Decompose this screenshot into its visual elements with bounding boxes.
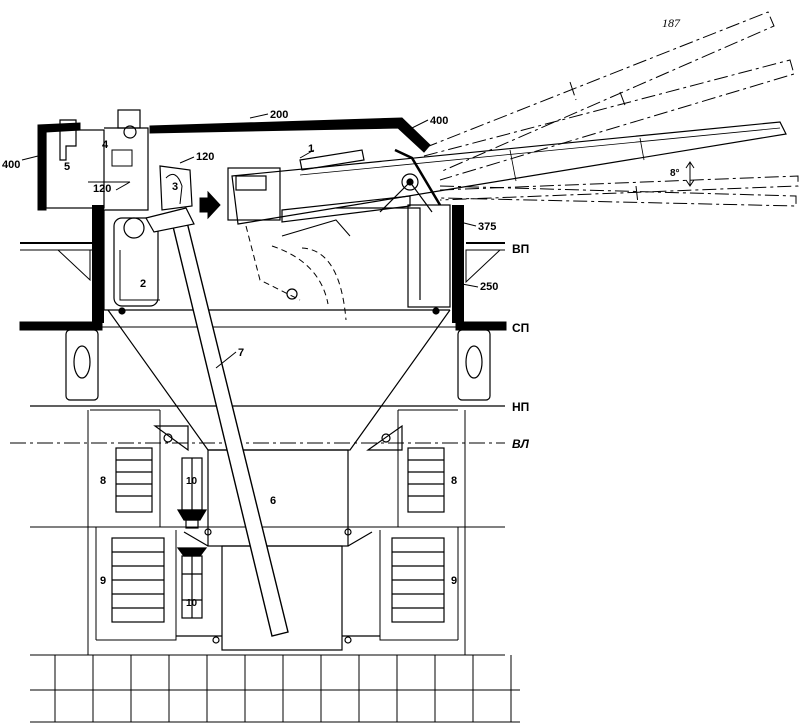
- ammunition-hoist: [169, 209, 289, 637]
- deck-label-lower: НП: [512, 400, 529, 414]
- charge-rack-right: [391, 537, 445, 623]
- loading-arrow: [199, 190, 221, 220]
- deck-labels: ВП СП НП ВЛ: [512, 242, 530, 451]
- charge-hoist-bottom: [176, 547, 208, 619]
- turret-house: [37, 109, 451, 311]
- shell-rack-left: [115, 447, 153, 513]
- part-label-8-right: 8: [451, 475, 457, 487]
- front-armor-label: 400: [430, 115, 448, 127]
- side-armor-label: 400: [2, 159, 20, 171]
- hull-structure: [10, 242, 507, 656]
- gun-assembly: [227, 121, 787, 321]
- barbette-armor-label-upper: 375: [478, 221, 496, 233]
- part-label-1: 1: [308, 143, 314, 155]
- hoist-head: [145, 207, 195, 233]
- angle-marker: [685, 161, 695, 187]
- part-label-3: 3: [172, 181, 178, 193]
- barbette-armor: [92, 205, 464, 323]
- part-label-9-left: 9: [100, 575, 106, 587]
- roof-armor-label: 200: [270, 109, 288, 121]
- deck-label-waterline: ВЛ: [512, 437, 530, 451]
- middle-deck: [19, 321, 507, 331]
- gun-barrel: [231, 121, 787, 225]
- double-bottom-grid: [30, 655, 520, 723]
- rear-armor-label-a: 120: [196, 151, 214, 163]
- part-label-6: 6: [270, 495, 276, 507]
- part-label-10-bottom: 10: [186, 598, 198, 609]
- barbette-armor-label-lower: 250: [480, 281, 498, 293]
- side-armor: [37, 122, 81, 211]
- part-label-7: 7: [238, 347, 244, 359]
- magazine-frames: [90, 409, 459, 641]
- elevated-barrel-ghosts: [423, 11, 795, 181]
- charge-hoist-top: [176, 457, 208, 529]
- rear-armor-label-b: 120: [93, 183, 111, 195]
- charge-rack-left: [111, 537, 165, 623]
- part-label-2: 2: [140, 278, 146, 290]
- depressed-barrel-ghosts: [439, 175, 799, 207]
- part-label-10-top: 10: [186, 476, 198, 487]
- roof-armor: [149, 117, 431, 153]
- part-label-9-right: 9: [451, 575, 457, 587]
- lower-trunk: [207, 449, 349, 547]
- part-labels: 1 2 3 4 5 6 7 8 8 9 9 10 10: [64, 139, 457, 609]
- turret-trunk: [107, 307, 451, 651]
- armor-labels: 200 400 400 120 120 375 250: [2, 109, 498, 293]
- part-label-5: 5: [64, 161, 70, 173]
- angle-label: 8°: [670, 168, 680, 179]
- deck-label-upper: ВП: [512, 242, 529, 256]
- page-number: 187: [662, 16, 681, 30]
- shell-rack-right: [407, 447, 445, 513]
- part-label-8-left: 8: [100, 475, 106, 487]
- deck-label-middle: СП: [512, 321, 529, 335]
- part-label-4: 4: [102, 139, 109, 151]
